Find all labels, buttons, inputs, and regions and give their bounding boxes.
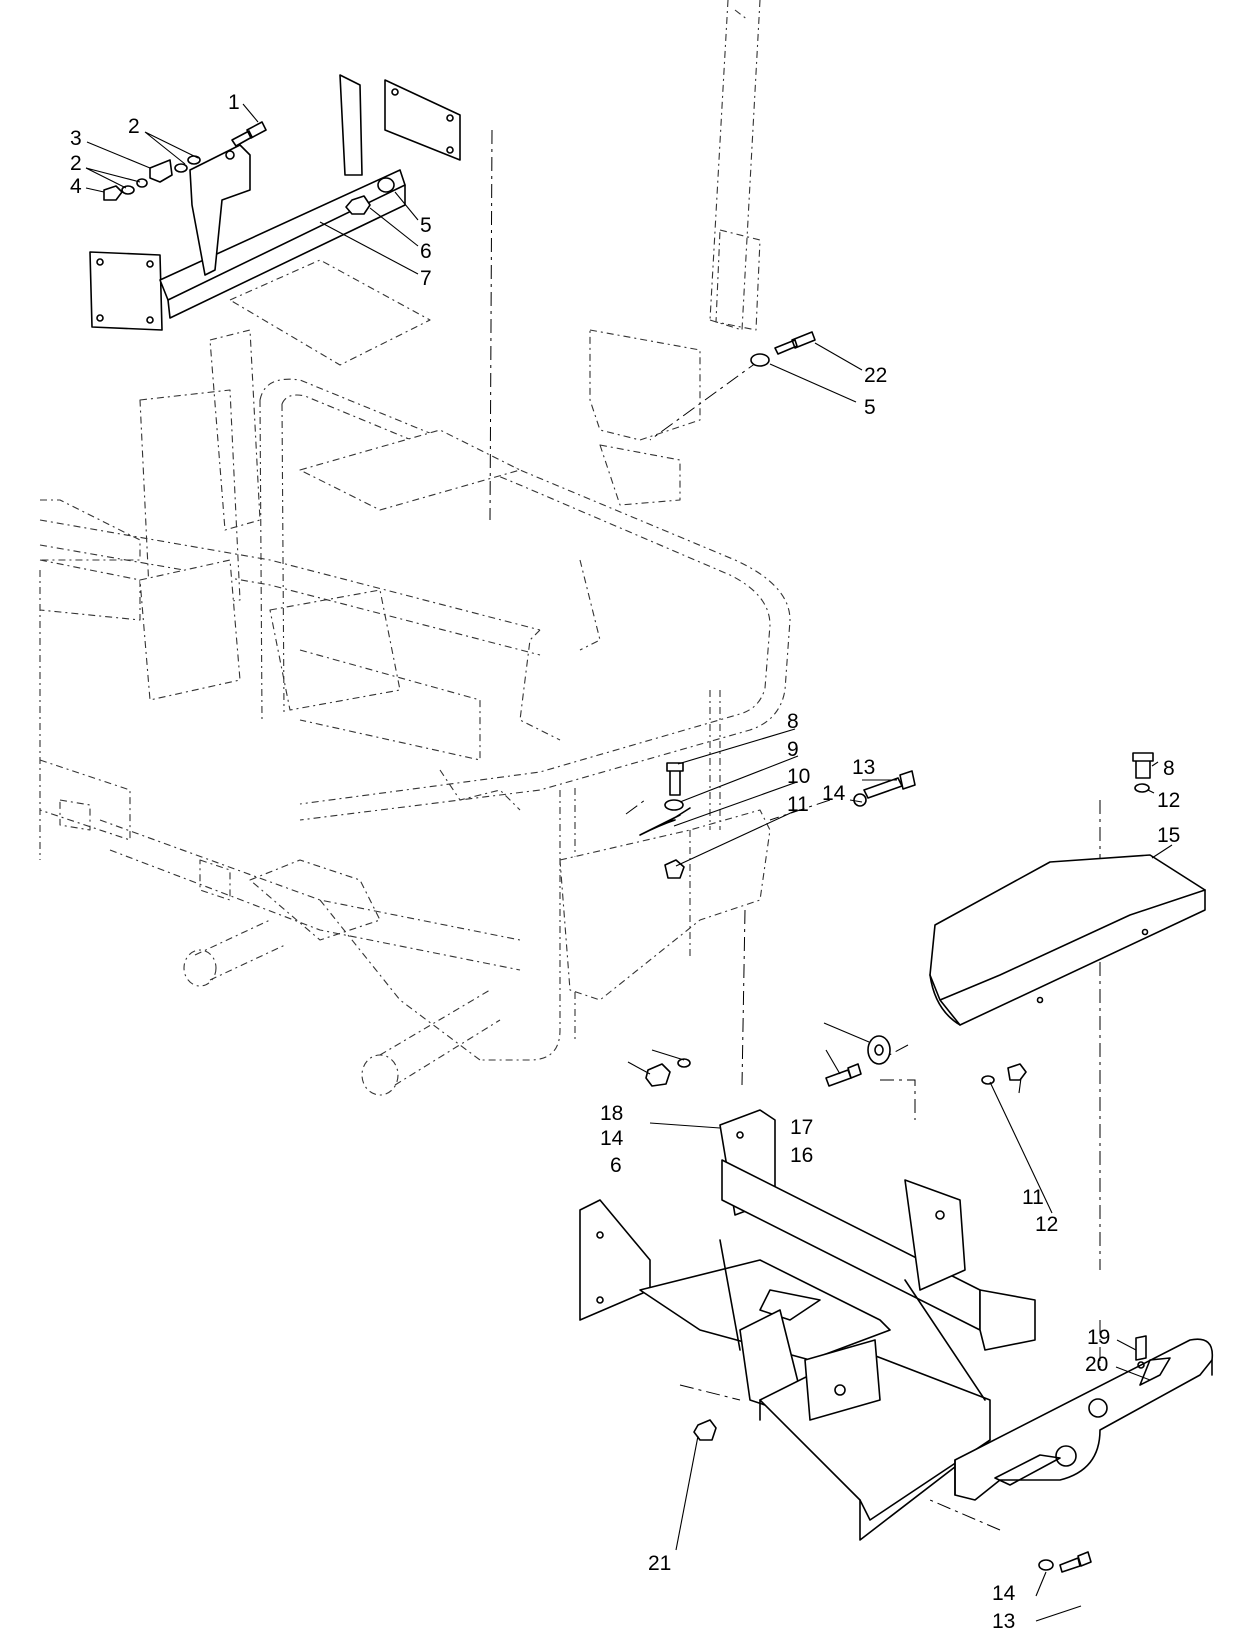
callout-6-lower: 6: [610, 1154, 622, 1177]
callout-16: 16: [790, 1144, 813, 1167]
machine-frame-phantom: [39, 0, 791, 1096]
callout-19: 19: [1087, 1326, 1110, 1349]
callout-14-lower-left: 14: [600, 1127, 624, 1150]
part-15-shield: [929, 854, 1206, 1026]
callout-5-top: 5: [420, 214, 432, 237]
alignment-lines: [489, 129, 1101, 1531]
callout-9: 9: [787, 738, 799, 761]
callout-4: 4: [70, 175, 82, 198]
callout-14-middle: 14: [822, 782, 846, 805]
callout-21: 21: [648, 1552, 671, 1575]
callout-17: 17: [790, 1116, 813, 1139]
callout-13-bottom: 13: [992, 1610, 1015, 1633]
callout-5-right: 5: [864, 396, 876, 419]
callout-15: 15: [1157, 824, 1180, 847]
callout-11-lower: 11: [1022, 1186, 1044, 1209]
callout-7: 7: [420, 267, 432, 290]
hardware-top: [103, 121, 816, 367]
callout-2-upper: 2: [128, 115, 140, 138]
callout-1: 1: [228, 91, 240, 114]
callout-22: 22: [864, 364, 887, 387]
leader-lines: [85, 103, 1173, 1622]
callout-13-middle: 13: [852, 756, 875, 779]
callout-3: 3: [70, 127, 82, 150]
callout-20: 20: [1085, 1353, 1108, 1376]
part-7-bracket-weldment: [89, 74, 461, 331]
part-20-drawbar-plate: [954, 1338, 1214, 1501]
hardware-middle: [639, 752, 1154, 879]
callout-8-middle: 8: [787, 710, 799, 733]
callout-2-lower: 2: [70, 152, 82, 175]
callout-11-middle: 11: [787, 793, 809, 816]
part-18-hitch-weldment: [579, 1109, 1036, 1541]
callout-12-lower: 12: [1035, 1213, 1058, 1236]
callout-6-top: 6: [420, 240, 432, 263]
callout-10: 10: [787, 765, 810, 788]
callout-12-right: 12: [1157, 789, 1180, 812]
hardware-lower: [645, 1035, 1147, 1573]
callout-labels: 1 3 2 2 4 5 6 7 22 5 8 9 10 11 13 14 8 1…: [70, 91, 1180, 1633]
callout-14-bottom: 14: [992, 1582, 1016, 1605]
callout-18: 18: [600, 1102, 623, 1125]
callout-8-right: 8: [1163, 757, 1175, 780]
